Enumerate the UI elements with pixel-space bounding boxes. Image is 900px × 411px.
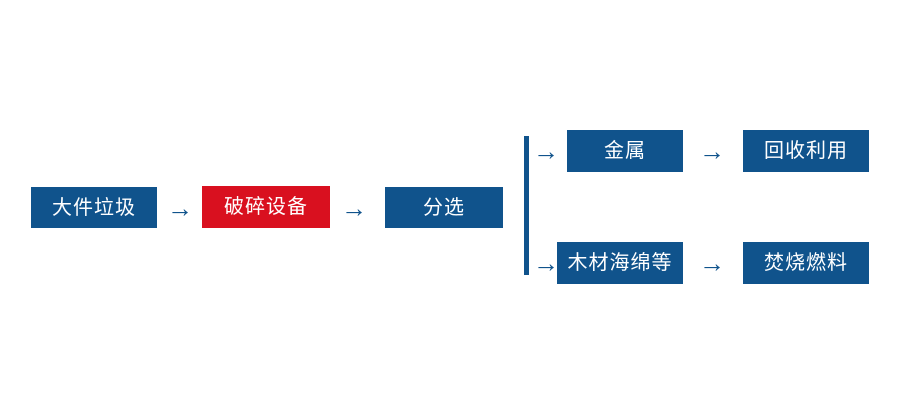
node-wood-sponge-etc[interactable]: 木材海绵等 (557, 242, 683, 284)
node-incineration-fuel[interactable]: 焚烧燃料 (743, 242, 869, 284)
splitter-vertical-line (524, 136, 529, 275)
branch-arrow-right-icon-top: → (533, 136, 559, 166)
node-crushing-equipment[interactable]: 破碎设备 (202, 186, 330, 228)
arrow-right-icon-3: → (699, 136, 725, 166)
branch-arrow-right-icon-bottom: → (533, 248, 559, 278)
node-recycling-reuse[interactable]: 回收利用 (743, 130, 869, 172)
node-bulky-waste[interactable]: 大件垃圾 (31, 187, 157, 228)
arrow-right-icon-1: → (167, 193, 193, 223)
arrow-right-icon-4: → (699, 248, 725, 278)
arrow-right-icon-2: → (341, 193, 367, 223)
node-metal[interactable]: 金属 (567, 130, 683, 172)
node-sorting[interactable]: 分选 (385, 187, 503, 228)
